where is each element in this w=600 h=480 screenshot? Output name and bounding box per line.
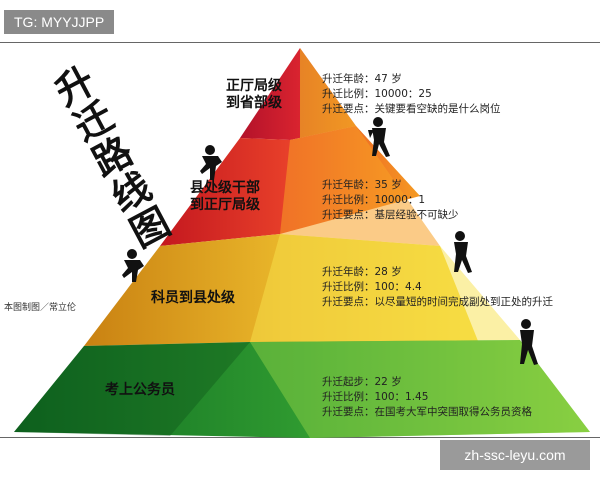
level-name-line: 到省部级: [226, 95, 282, 111]
climber-icon: [454, 231, 472, 273]
tier-2-right: [280, 126, 440, 246]
watermark: zh-ssc-leyu.com: [440, 440, 590, 470]
age-text: 升迁年龄：28 岁: [322, 266, 402, 278]
key-text: 升迁要点：关键要看空缺的是什么岗位: [322, 103, 501, 115]
climber-icon: [200, 145, 222, 180]
level-name-line: 正厅局级: [226, 78, 282, 94]
tier-4: [14, 340, 590, 438]
level-name-line: 县处级干部: [190, 180, 260, 196]
level-name-line: 到正厅局级: [190, 197, 260, 213]
credit-text: 本图制图／常立伦: [4, 303, 77, 313]
level-name-line: 考上公务员: [105, 382, 175, 398]
climber-icon: [520, 319, 538, 365]
key-text: 升迁要点：基层经验不可缺少: [322, 209, 459, 221]
age-text: 升迁起步：22 岁: [322, 376, 402, 388]
ratio-text: 升迁比例：10000：1: [322, 194, 426, 206]
level-label-3: 科员到县处级: [138, 290, 248, 307]
stats-level-4: 升迁起步：22 岁 升迁比例：100：1.45 升迁要点：在国考大军中突围取得公…: [322, 375, 532, 420]
climber-icon: [368, 117, 390, 157]
key-text: 升迁要点：在国考大军中突围取得公务员资格: [322, 406, 532, 418]
age-text: 升迁年龄：35 岁: [322, 179, 402, 191]
tier-4-shade: [14, 342, 250, 436]
level-name-line: 科员到县处级: [151, 290, 235, 306]
ratio-text: 升迁比例：100：4.4: [322, 281, 422, 293]
age-text: 升迁年龄：47 岁: [322, 73, 402, 85]
ratio-text: 升迁比例：100：1.45: [322, 391, 429, 403]
climber-icon: [122, 249, 144, 282]
stats-level-1: 升迁年龄：47 岁 升迁比例：10000：25 升迁要点：关键要看空缺的是什么岗…: [322, 72, 501, 117]
stats-level-3: 升迁年龄：28 岁 升迁比例：100：4.4 升迁要点：以尽量短的时间完成副处到…: [322, 265, 553, 310]
level-label-4: 考上公务员: [90, 382, 190, 399]
stats-level-2: 升迁年龄：35 岁 升迁比例：10000：1 升迁要点：基层经验不可缺少: [322, 178, 459, 223]
level-label-1: 正厅局级到省部级: [214, 78, 294, 112]
tg-tag: TG: MYYJJPP: [4, 10, 115, 34]
level-label-2: 县处级干部到正厅局级: [170, 180, 280, 214]
tier-3-right: [250, 234, 520, 342]
ratio-text: 升迁比例：10000：25: [322, 88, 432, 100]
top-rule: [0, 42, 600, 43]
tier-4-right: [250, 340, 590, 438]
key-text: 升迁要点：以尽量短的时间完成副处到正处的升迁: [322, 296, 553, 308]
